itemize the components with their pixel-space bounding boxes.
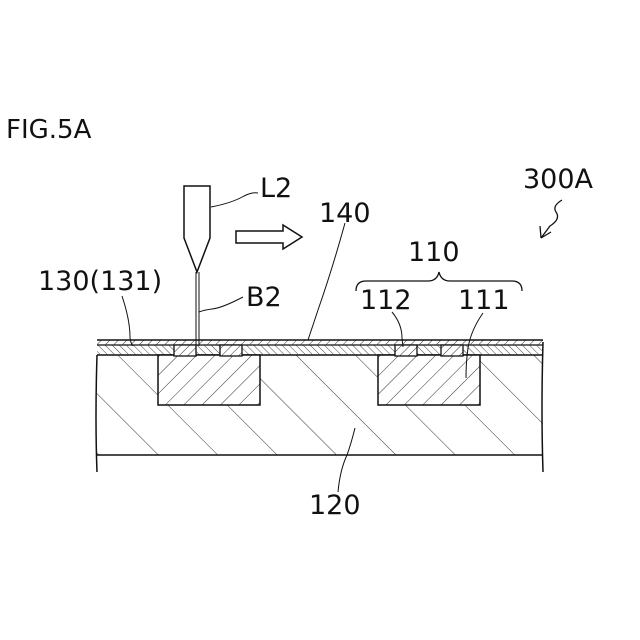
label-110: 110 <box>408 237 460 268</box>
laser-beam-b2 <box>196 272 199 346</box>
laser-head-icon <box>184 186 210 272</box>
label-300a: 300A <box>523 164 594 195</box>
label-130-131: 130(131) <box>38 266 162 297</box>
layer-130 <box>97 345 543 355</box>
label-120: 120 <box>309 490 361 521</box>
electrode-block-111 <box>378 355 480 405</box>
label-l2: L2 <box>260 173 292 204</box>
figure-title: FIG.5A <box>6 115 92 145</box>
electrode-block-left <box>158 355 260 405</box>
label-112: 112 <box>360 285 412 316</box>
label-b2: B2 <box>246 282 282 313</box>
layer-140 <box>97 340 543 345</box>
label-140: 140 <box>319 198 371 229</box>
movement-arrow-icon <box>236 225 302 249</box>
reference-arrow-300a <box>540 200 562 238</box>
label-111: 111 <box>458 285 510 316</box>
